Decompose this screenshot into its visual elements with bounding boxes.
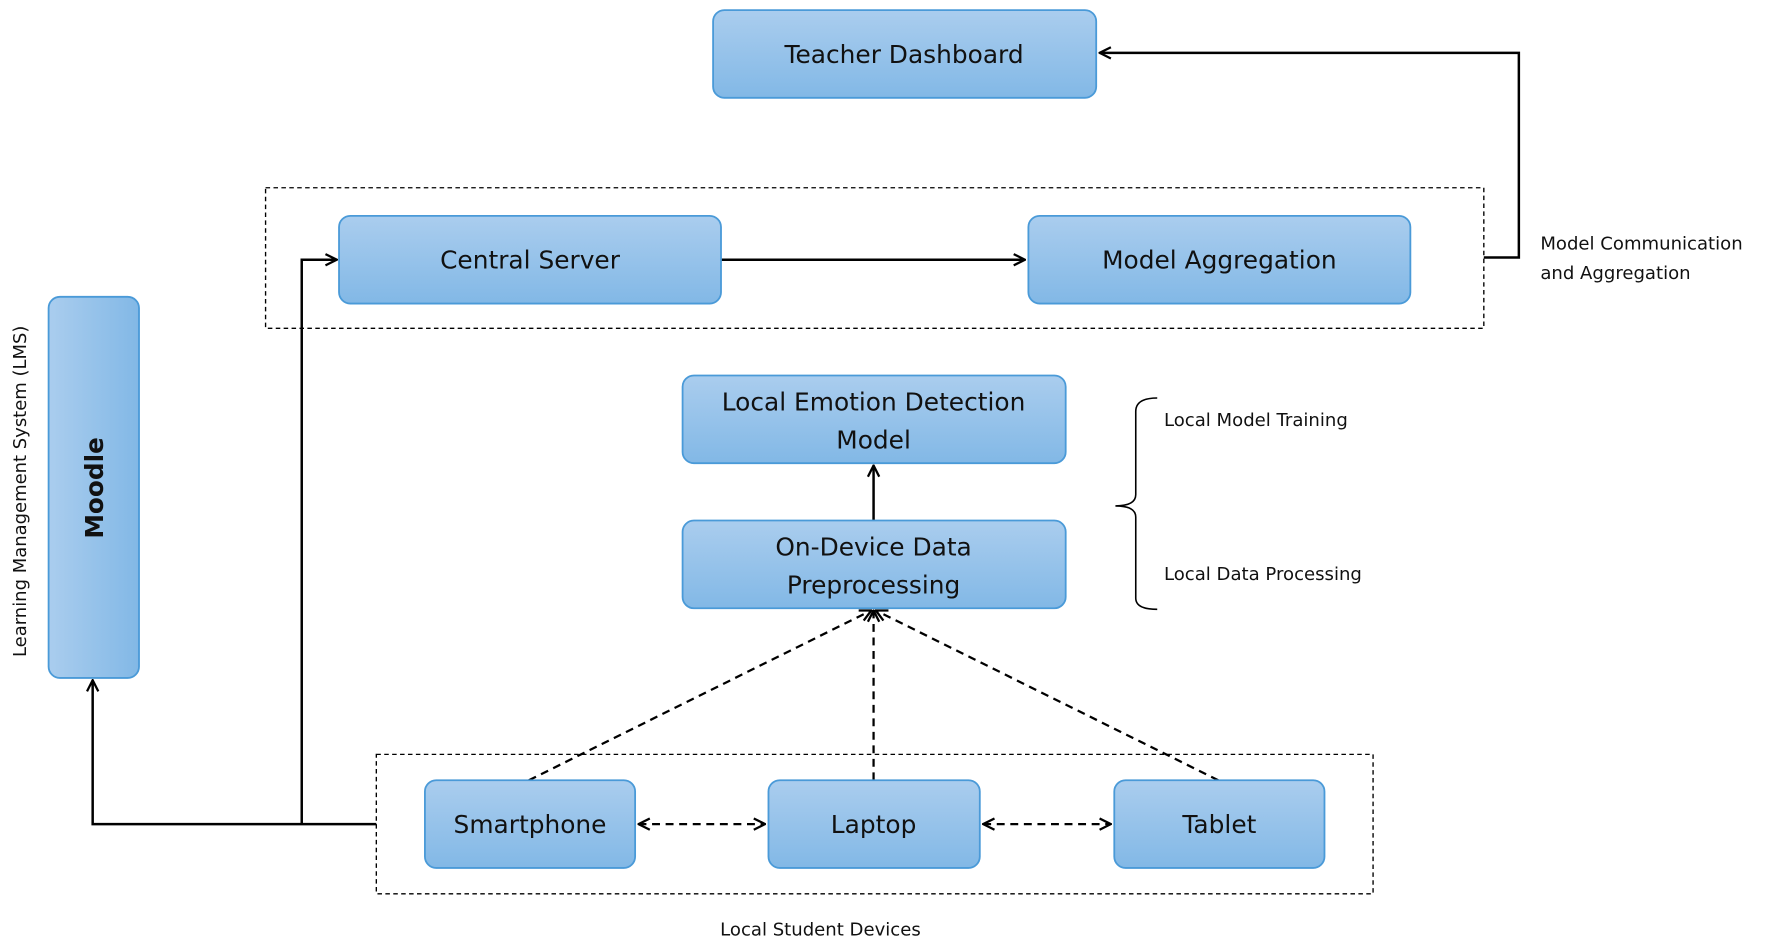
tablet-node: Tablet (1113, 779, 1326, 869)
local-emotion-model-label-line2: Model (836, 426, 911, 455)
local-student-devices-label: Local Student Devices (720, 919, 921, 940)
devices-to-moodle-arrow (93, 680, 377, 826)
smartphone-label: Smartphone (454, 810, 607, 839)
local-emotion-model-node: Local Emotion Detection Model (681, 374, 1067, 465)
smartphone-to-preprocessing-arrow (528, 610, 871, 782)
central-server-node: Central Server (338, 214, 722, 305)
preprocessing-label-line2: Preprocessing (787, 571, 960, 600)
local-data-processing-label: Local Data Processing (1164, 564, 1362, 585)
moodle-label: Moodle (80, 437, 109, 539)
preprocessing-label-line1: On-Device Data (775, 532, 971, 561)
central-server-label: Central Server (440, 246, 621, 275)
lms-label: Learning Management System (LMS) (10, 326, 31, 657)
aggregation-to-dashboard-arrow (1100, 53, 1521, 259)
devices-to-server-arrow (300, 260, 337, 825)
model-comm-label-line1: Model Communication (1540, 234, 1742, 255)
teacher-dashboard-label: Teacher Dashboard (784, 40, 1024, 69)
training-bracket (1115, 397, 1158, 611)
model-comm-label-line2: and Aggregation (1540, 263, 1690, 284)
local-emotion-model-label-line1: Local Emotion Detection (722, 387, 1026, 416)
model-aggregation-node: Model Aggregation (1027, 214, 1412, 305)
on-device-preprocessing-node: On-Device Data Preprocessing (681, 519, 1067, 610)
model-aggregation-label: Model Aggregation (1102, 246, 1337, 275)
laptop-node: Laptop (767, 779, 981, 869)
server-group-outline (264, 187, 1485, 329)
tablet-label: Tablet (1181, 810, 1256, 839)
local-model-training-label: Local Model Training (1164, 410, 1348, 431)
teacher-dashboard-node: Teacher Dashboard (712, 9, 1098, 99)
moodle-node: Moodle (47, 295, 140, 679)
smartphone-node: Smartphone (424, 779, 637, 869)
laptop-label: Laptop (831, 810, 917, 839)
tablet-to-preprocessing-arrow (876, 610, 1219, 782)
